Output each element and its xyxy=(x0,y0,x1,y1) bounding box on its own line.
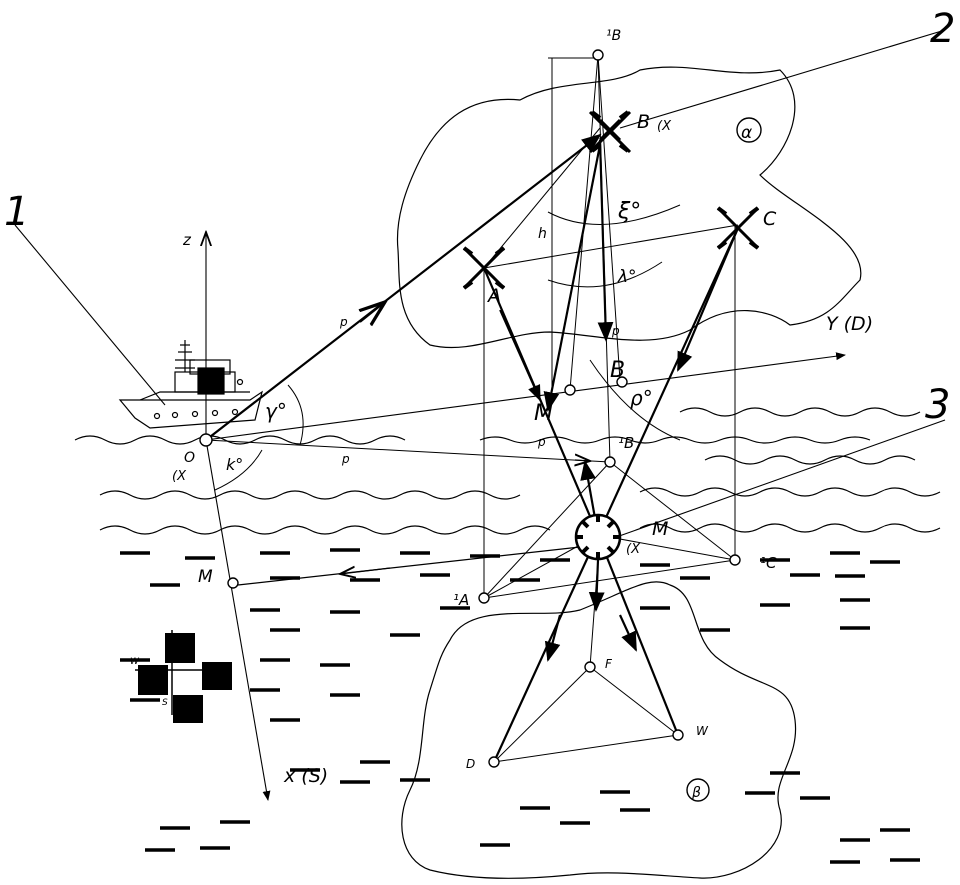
label-o: O xyxy=(184,450,195,466)
ray-a-m-arrow xyxy=(499,309,541,402)
label-lambda: λ° xyxy=(617,267,637,287)
label-k: k° xyxy=(226,455,243,474)
label-a1: ¹A xyxy=(453,591,469,609)
mine-m xyxy=(574,513,622,561)
label-o-coord: (X xyxy=(172,469,187,484)
point-markers xyxy=(199,49,762,802)
label-beta: β xyxy=(691,785,701,801)
sea-waves xyxy=(74,407,941,535)
label-a: A xyxy=(486,285,501,307)
label-h: h xyxy=(538,226,547,242)
label-b-top: ¹B xyxy=(606,28,621,44)
label-w: W xyxy=(696,724,709,738)
label-b-coord: (X xyxy=(657,119,672,134)
compass-s: S xyxy=(162,698,168,708)
drone-b xyxy=(588,110,632,154)
label-xi: ξ° xyxy=(617,199,641,224)
drone-a xyxy=(462,246,506,290)
label-mx: M xyxy=(198,567,213,587)
label-m: M xyxy=(652,518,668,540)
label-x-axis: x (S) xyxy=(283,765,328,787)
plane-beta-outline xyxy=(401,581,797,879)
x-axis xyxy=(205,439,271,801)
label-c: C xyxy=(763,208,777,230)
plane-alpha-outline xyxy=(396,66,862,349)
callout-2: 2 xyxy=(930,6,955,52)
label-p2: p xyxy=(537,435,546,449)
ship xyxy=(118,340,263,429)
label-b1: ¹B xyxy=(618,434,634,452)
ray-m-to-mx-arrow xyxy=(340,568,391,574)
compass-rose xyxy=(135,630,232,723)
label-p5: p xyxy=(611,324,620,338)
label-m-coord: (X xyxy=(626,542,641,557)
callout-3: 3 xyxy=(925,382,950,428)
label-alpha: α xyxy=(741,123,752,143)
label-gamma: γ° xyxy=(265,399,287,423)
label-f: F xyxy=(605,657,613,671)
callout-1: 1 xyxy=(4,189,29,235)
ray-m-to-mx xyxy=(237,544,599,586)
label-p1: p xyxy=(339,315,348,329)
bold-rays xyxy=(205,133,740,763)
label-rho: ρ° xyxy=(630,386,653,410)
label-b: B xyxy=(637,111,650,133)
label-c1: ¹C xyxy=(760,554,777,572)
callout-leaders xyxy=(14,29,946,541)
p1-arrow xyxy=(360,302,385,322)
label-p3: p xyxy=(341,452,350,466)
compass-w: W xyxy=(130,657,140,667)
label-z-axis: z xyxy=(182,231,192,249)
compass-n: N xyxy=(176,633,183,643)
label-by: B xyxy=(610,358,625,383)
label-y-axis: Y (D) xyxy=(826,313,873,335)
y-axis xyxy=(205,352,846,441)
label-my: M xyxy=(534,401,553,426)
drone-c xyxy=(716,206,760,250)
label-d: D xyxy=(466,757,475,771)
p3-arrow xyxy=(575,460,590,461)
water-dashes xyxy=(120,548,920,864)
